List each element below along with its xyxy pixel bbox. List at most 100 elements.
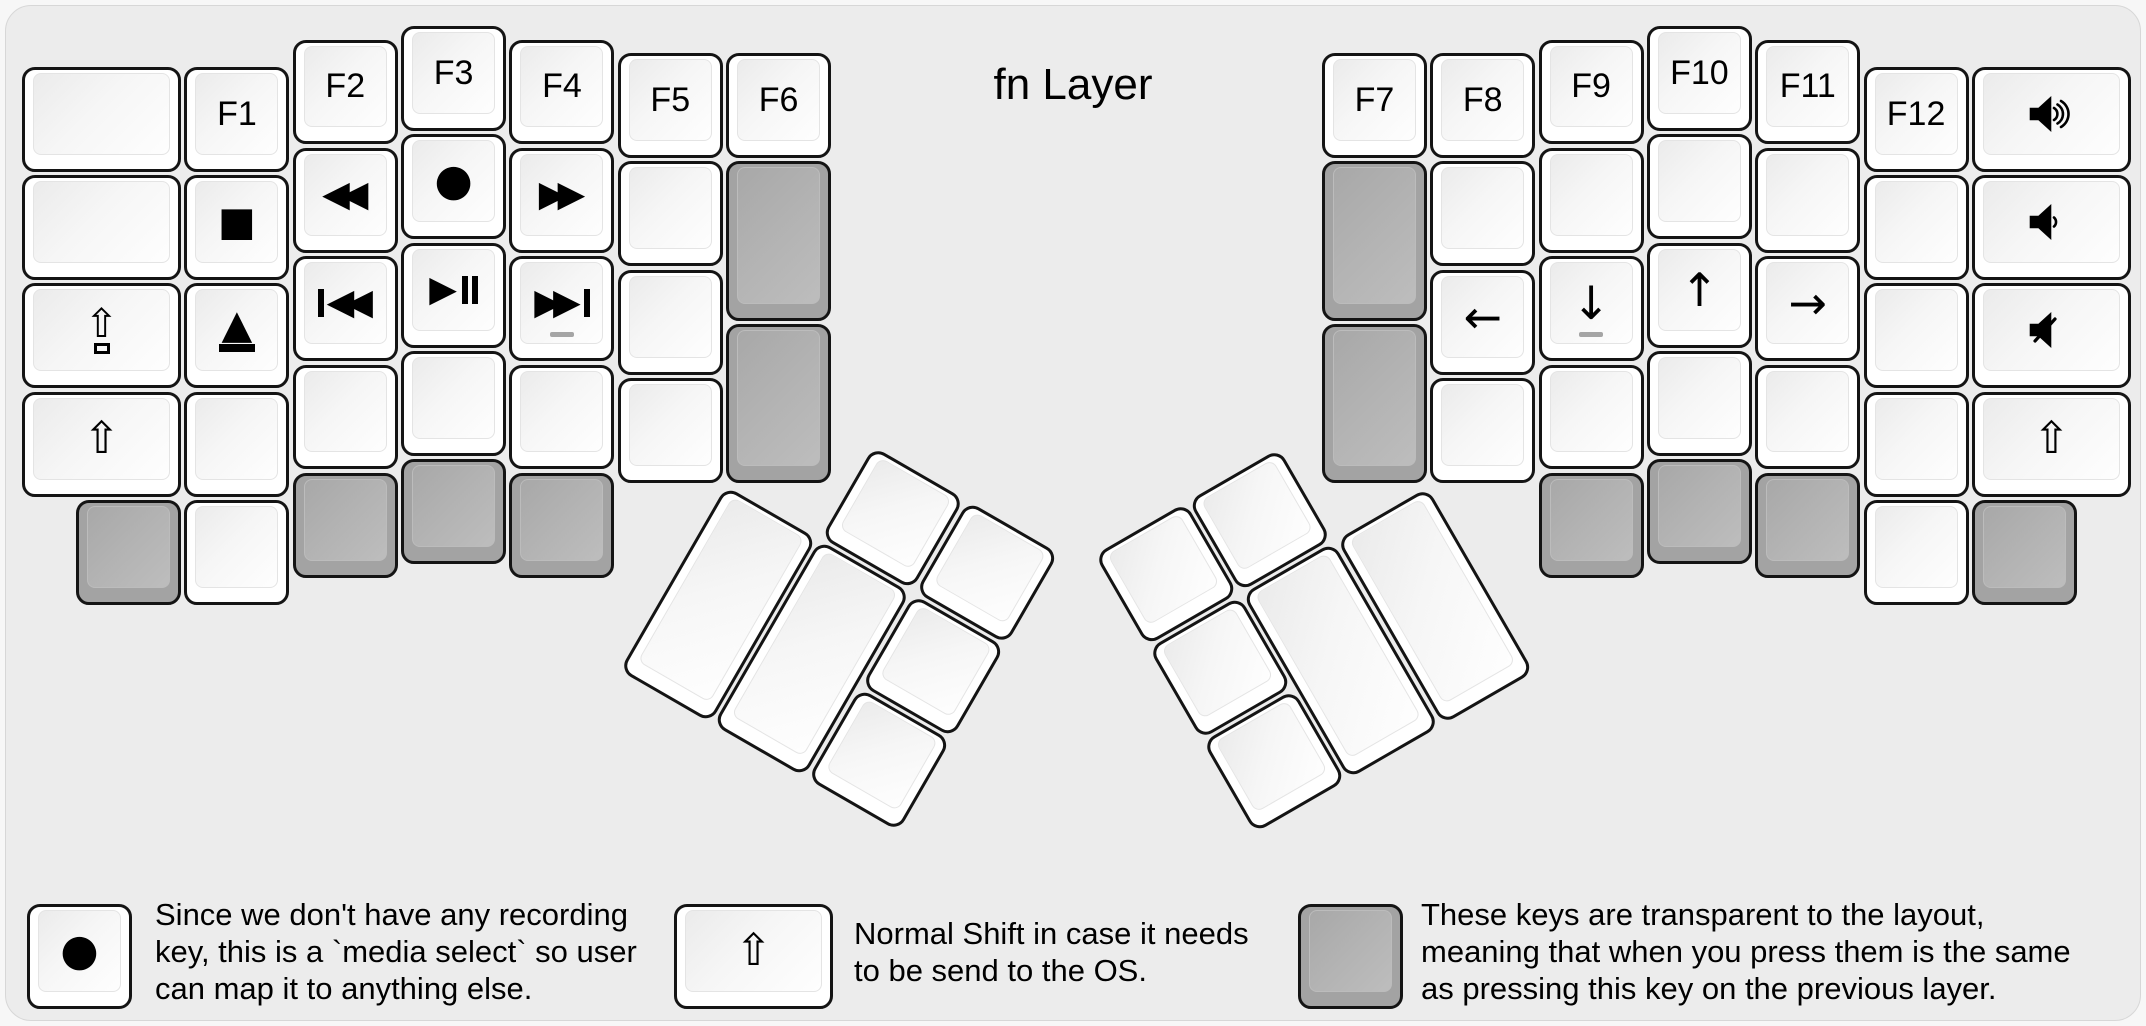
key-blank[interactable] bbox=[22, 174, 182, 280]
key-f2[interactable]: F2 bbox=[292, 39, 398, 145]
fast-forward-icon: ▶▶ bbox=[538, 173, 586, 215]
key-transparent[interactable] bbox=[76, 499, 182, 605]
key-transparent[interactable] bbox=[509, 472, 615, 578]
key-volume-down[interactable] bbox=[1971, 174, 2132, 280]
legend-item-1-text: Since we don't have any recording key, t… bbox=[155, 897, 637, 1006]
key-blank[interactable] bbox=[1430, 378, 1536, 483]
key-f10[interactable]: F10 bbox=[1646, 26, 1752, 131]
key-label: F12 bbox=[1886, 94, 1946, 133]
key-f11[interactable]: F11 bbox=[1755, 39, 1861, 145]
key-blank[interactable] bbox=[1863, 174, 1969, 280]
key-label: F8 bbox=[1462, 81, 1503, 120]
keycap-surface bbox=[1441, 167, 1525, 250]
key-label: F6 bbox=[758, 81, 799, 120]
keycap-surface bbox=[1766, 478, 1850, 561]
key-prev-track[interactable]: ◀◀ bbox=[292, 256, 398, 362]
key-f5[interactable]: F5 bbox=[617, 53, 723, 158]
key-blank[interactable] bbox=[617, 269, 723, 375]
keycap-surface: F5 bbox=[628, 59, 712, 141]
record-icon: ● bbox=[60, 924, 99, 976]
keycap-surface: F8 bbox=[1441, 59, 1525, 141]
arrow-up-icon: ↑ bbox=[1680, 262, 1719, 317]
mute-icon bbox=[2025, 310, 2077, 350]
key-blank[interactable] bbox=[617, 161, 723, 267]
key-play-pause[interactable]: ▶ bbox=[401, 242, 507, 348]
key-blank[interactable] bbox=[509, 364, 615, 470]
key-next-track[interactable]: ▶▶ bbox=[509, 256, 615, 362]
key-fast-forward[interactable]: ▶▶ bbox=[509, 147, 615, 253]
key-f7[interactable]: F7 bbox=[1321, 53, 1427, 158]
key-f4[interactable]: F4 bbox=[509, 39, 615, 145]
key-arrow-left[interactable]: ← bbox=[1430, 269, 1536, 375]
key-record[interactable]: ● bbox=[401, 134, 507, 240]
key-mute[interactable] bbox=[1971, 283, 2132, 389]
play-pause-icon: ▶ bbox=[429, 271, 478, 308]
key-blank[interactable] bbox=[1863, 499, 1969, 605]
key-f1[interactable]: F1 bbox=[184, 66, 290, 172]
key-blank[interactable] bbox=[184, 391, 290, 497]
key-blank[interactable] bbox=[1538, 364, 1644, 470]
keycap-surface: ▶ bbox=[412, 248, 496, 331]
keycap-surface: ⇧ bbox=[685, 910, 823, 992]
key-blank[interactable] bbox=[1646, 350, 1752, 456]
homing-bar bbox=[1579, 332, 1604, 338]
next-track-icon: ▶▶ bbox=[534, 285, 590, 321]
key-caps-lock[interactable]: ⇧ bbox=[22, 283, 182, 389]
key-blank[interactable] bbox=[184, 499, 290, 605]
key-shift[interactable]: ⇧ bbox=[1971, 391, 2132, 497]
key-blank[interactable] bbox=[1863, 391, 1969, 497]
record-icon: ● bbox=[434, 155, 473, 207]
key-label: F11 bbox=[1779, 67, 1836, 106]
keycap-surface bbox=[1107, 513, 1220, 626]
keycap-surface: ⇧ bbox=[1982, 397, 2121, 480]
keycap-surface bbox=[1549, 370, 1633, 453]
key-arrow-up[interactable]: ↑ bbox=[1646, 242, 1752, 348]
key-shift: ⇧ bbox=[674, 904, 834, 1009]
keycap-surface bbox=[1441, 384, 1525, 466]
key-transparent[interactable] bbox=[1646, 459, 1752, 565]
key-rewind[interactable]: ◀◀ bbox=[292, 147, 398, 253]
key-f8[interactable]: F8 bbox=[1430, 53, 1536, 158]
key-stop[interactable]: ■ bbox=[184, 174, 290, 280]
key-blank[interactable] bbox=[22, 66, 182, 172]
key-f12[interactable]: F12 bbox=[1863, 66, 1969, 172]
keycap-surface bbox=[1982, 505, 2066, 588]
key-blank[interactable] bbox=[1538, 147, 1644, 253]
key-arrow-down[interactable]: ↓ bbox=[1538, 256, 1644, 362]
key-f3[interactable]: F3 bbox=[401, 26, 507, 131]
key-transparent[interactable] bbox=[1321, 323, 1427, 483]
keycap-surface bbox=[1982, 72, 2121, 155]
key-shift[interactable]: ⇧ bbox=[22, 391, 182, 497]
keycap-surface: ⇧ bbox=[33, 289, 171, 372]
key-blank[interactable] bbox=[1430, 161, 1536, 267]
key-label: F1 bbox=[217, 94, 257, 133]
key-arrow-right[interactable]: → bbox=[1755, 256, 1861, 362]
keycap-surface bbox=[839, 457, 953, 570]
key-label: F5 bbox=[650, 81, 691, 120]
key-volume-up[interactable] bbox=[1971, 66, 2132, 172]
keycap-surface: F9 bbox=[1549, 45, 1633, 128]
key-transparent[interactable] bbox=[401, 459, 507, 565]
key-blank[interactable] bbox=[1863, 283, 1969, 389]
keycap-surface bbox=[1766, 370, 1850, 453]
keycap-surface bbox=[1874, 397, 1958, 480]
key-transparent[interactable] bbox=[726, 161, 832, 321]
key-transparent[interactable] bbox=[1755, 472, 1861, 578]
key-blank[interactable] bbox=[1755, 364, 1861, 470]
key-blank[interactable] bbox=[1646, 134, 1752, 240]
key-eject[interactable]: ▲ bbox=[184, 283, 290, 389]
key-blank[interactable] bbox=[401, 350, 507, 456]
key-f9[interactable]: F9 bbox=[1538, 39, 1644, 145]
key-label: F3 bbox=[433, 53, 474, 92]
key-transparent[interactable] bbox=[1321, 161, 1427, 321]
key-blank[interactable] bbox=[292, 364, 398, 470]
key-transparent[interactable] bbox=[726, 323, 832, 483]
key-transparent[interactable] bbox=[292, 472, 398, 578]
key-f6[interactable]: F6 bbox=[726, 53, 832, 158]
key-blank[interactable] bbox=[617, 378, 723, 483]
key-transparent[interactable] bbox=[1538, 472, 1644, 578]
keycap-surface bbox=[1874, 180, 1958, 263]
keycap-surface: ● bbox=[38, 910, 121, 992]
key-transparent[interactable] bbox=[1971, 499, 2077, 605]
key-blank[interactable] bbox=[1755, 147, 1861, 253]
